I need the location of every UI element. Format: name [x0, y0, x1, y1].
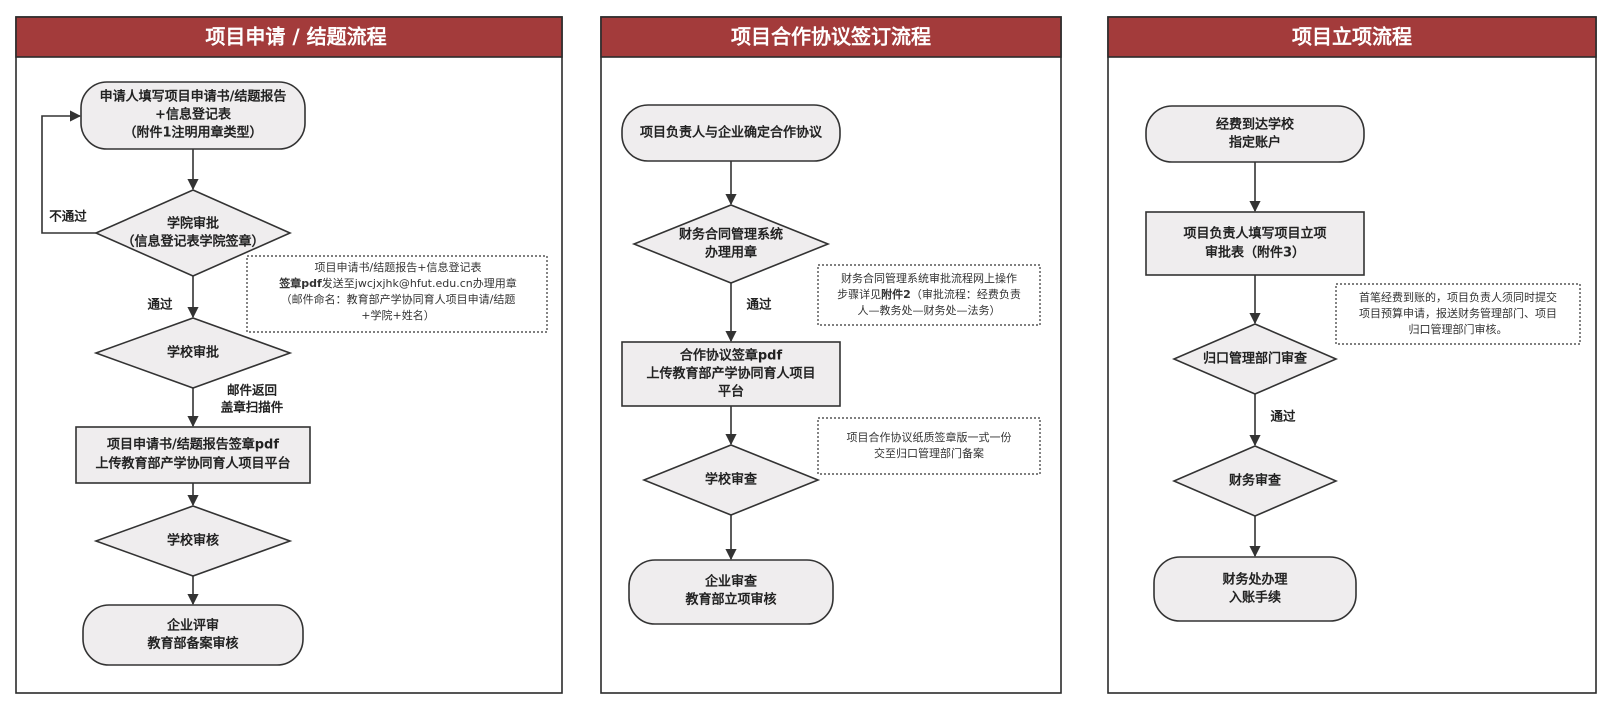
svg-text:项目申请书/结题报告签章pdf: 项目申请书/结题报告签章pdf: [107, 437, 279, 453]
panel-1-title: 项目申请 / 结题流程: [205, 25, 386, 49]
svg-text:签章pdf发送至jwcjxjhk@hfut.edu.cn办理: 签章pdf发送至jwcjxjhk@hfut.edu.cn办理用章: [278, 276, 516, 290]
panel-2-header: [600, 16, 1062, 58]
svg-text:学校审核: 学校审核: [167, 533, 219, 549]
svg-text:平台: 平台: [718, 384, 744, 400]
p2-note-filing: 项目合作协议纸质签章版一式一份 交至归口管理部门备案: [817, 417, 1041, 475]
svg-text:学校审查: 学校审查: [705, 472, 758, 488]
svg-text:财务处办理: 财务处办理: [1222, 572, 1287, 588]
svg-text:合作协议签章pdf: 合作协议签章pdf: [680, 348, 783, 364]
p3-node-fill-form: 项目负责人填写项目立项 审批表（附件3）: [1145, 211, 1365, 276]
p3-label-pass: 通过: [1270, 409, 1296, 424]
panel-application: 项目申请 / 结题流程 申请人填写项目申请书/结题报告 +信息登记表 （附件1注…: [15, 16, 563, 694]
svg-text:学院审批: 学院审批: [167, 216, 219, 232]
p1-label-mail-1: 邮件返回: [227, 383, 277, 398]
p3-node-finance-review: 财务审查: [1171, 445, 1339, 517]
p1-label-pass: 通过: [147, 297, 173, 312]
p2-node-enterprise-check: 企业审查 教育部立项审核: [628, 559, 834, 625]
p3-node-dept-review: 归口管理部门审查: [1171, 323, 1339, 395]
p2-node-upload: 合作协议签章pdf 上传教育部产学协同育人项目 平台: [621, 341, 841, 407]
svg-text:企业审查: 企业审查: [704, 574, 758, 590]
p1-edge-reject-loop: [41, 110, 96, 234]
svg-text:上传教育部产学协同育人项目平台: 上传教育部产学协同育人项目平台: [95, 456, 290, 472]
svg-text:审批表（附件3）: 审批表（附件3）: [1205, 245, 1305, 261]
svg-text:财务合同管理系统审批流程网上操作: 财务合同管理系统审批流程网上操作: [841, 271, 1017, 285]
p3-note-budget: 首笔经费到账的，项目负责人须同时提交 项目预算申请，报送财务管理部门、项目 归口…: [1335, 283, 1581, 345]
svg-text:教育部立项审核: 教育部立项审核: [684, 592, 776, 608]
svg-text:办理用章: 办理用章: [705, 245, 757, 261]
svg-text:交至归口管理部门备案: 交至归口管理部门备案: [874, 446, 984, 460]
panel-1-header: [15, 16, 563, 58]
svg-text:企业评审: 企业评审: [166, 618, 219, 634]
svg-text:项目负责人与企业确定合作协议: 项目负责人与企业确定合作协议: [640, 125, 823, 141]
svg-text:（附件1注明用章类型）: （附件1注明用章类型）: [123, 125, 262, 141]
svg-text:教育部备案审核: 教育部备案审核: [146, 636, 238, 652]
panel-3-title: 项目立项流程: [1292, 25, 1412, 49]
svg-text:归口管理部门审查: 归口管理部门审查: [1203, 351, 1308, 367]
svg-text:财务审查: 财务审查: [1229, 473, 1282, 489]
panel-3-header: [1107, 16, 1597, 58]
p2-label-pass: 通过: [746, 297, 772, 312]
svg-text:首笔经费到账的，项目负责人须同时提交: 首笔经费到账的，项目负责人须同时提交: [1359, 290, 1557, 304]
svg-text:+学院+姓名）: +学院+姓名）: [361, 308, 434, 322]
p3-node-finance-process: 财务处办理 入账手续: [1153, 556, 1357, 622]
svg-text:申请人填写项目申请书/结题报告: 申请人填写项目申请书/结题报告: [100, 89, 287, 105]
p1-node-apply: 申请人填写项目申请书/结题报告 +信息登记表 （附件1注明用章类型）: [80, 81, 306, 150]
svg-text:（邮件命名：教育部产学协同育人项目申请/结题: （邮件命名：教育部产学协同育人项目申请/结题: [281, 292, 516, 306]
p1-node-enterprise-review: 企业评审 教育部备案审核: [82, 604, 304, 666]
svg-text:指定账户: 指定账户: [1229, 135, 1281, 151]
svg-text:项目合作协议纸质签章版一式一份: 项目合作协议纸质签章版一式一份: [847, 430, 1012, 444]
p2-note-approval: 财务合同管理系统审批流程网上操作 步骤详见附件2（审批流程：经费负责 人—教务处…: [817, 264, 1041, 326]
svg-text:步骤详见附件2（审批流程：经费负责: 步骤详见附件2（审批流程：经费负责: [837, 287, 1021, 301]
p1-label-mail-2: 盖章扫描件: [221, 400, 284, 415]
svg-text:入账手续: 入账手续: [1229, 590, 1281, 606]
svg-text:+信息登记表: +信息登记表: [155, 107, 232, 123]
svg-text:归口管理部门审核。: 归口管理部门审核。: [1409, 322, 1508, 336]
svg-text:人—教务处—财务处—法务）: 人—教务处—财务处—法务）: [858, 303, 1001, 317]
svg-text:（信息登记表学院签章）: （信息登记表学院签章）: [121, 234, 264, 250]
svg-text:项目申请书/结题报告+信息登记表: 项目申请书/结题报告+信息登记表: [315, 260, 482, 274]
svg-text:经费到达学校: 经费到达学校: [1216, 117, 1295, 133]
panel-agreement: 项目合作协议签订流程 项目负责人与企业确定合作协议 财务合同管理系统 办理用章 …: [600, 16, 1062, 694]
svg-text:项目预算申请，报送财务管理部门、项目: 项目预算申请，报送财务管理部门、项目: [1359, 306, 1557, 320]
panel-2-title: 项目合作协议签订流程: [731, 25, 931, 49]
svg-text:上传教育部产学协同育人项目: 上传教育部产学协同育人项目: [646, 366, 815, 382]
p1-node-upload: 项目申请书/结题报告签章pdf 上传教育部产学协同育人项目平台: [75, 426, 311, 484]
p2-node-confirm: 项目负责人与企业确定合作协议: [621, 104, 841, 162]
svg-text:项目负责人填写项目立项: 项目负责人填写项目立项: [1183, 226, 1326, 242]
p3-node-funds-arrive: 经费到达学校 指定账户: [1145, 105, 1365, 163]
p1-label-reject: 不通过: [49, 209, 87, 224]
svg-text:学校审批: 学校审批: [167, 345, 219, 361]
p1-node-school-approval: 学校审批: [93, 317, 293, 389]
svg-text:财务合同管理系统: 财务合同管理系统: [679, 227, 783, 243]
p1-note: 项目申请书/结题报告+信息登记表 签章pdf发送至jwcjxjhk@hfut.e…: [246, 255, 548, 333]
panel-establishment: 项目立项流程 经费到达学校 指定账户 项目负责人填写项目立项 审批表（附件3） …: [1107, 16, 1597, 694]
